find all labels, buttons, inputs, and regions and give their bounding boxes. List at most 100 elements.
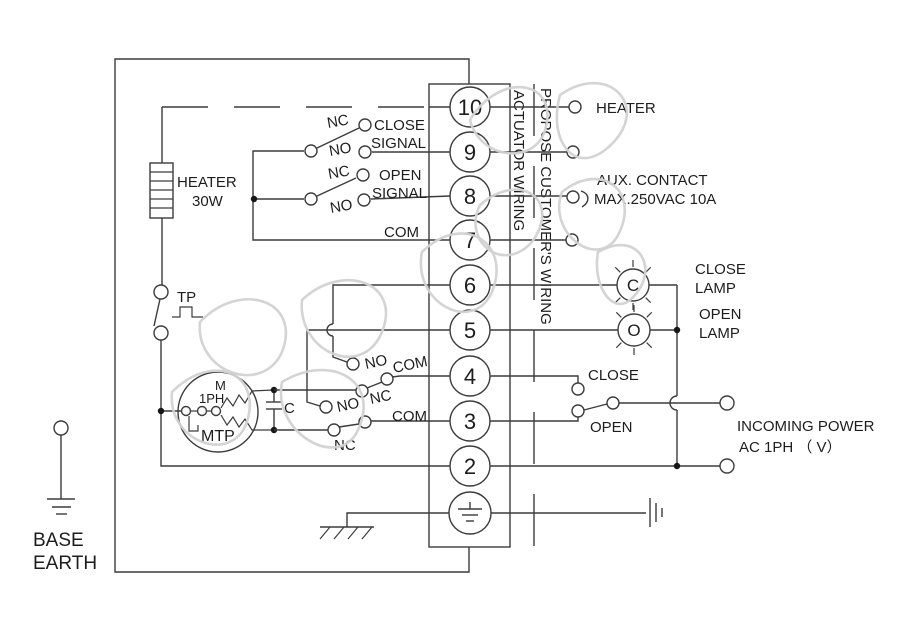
terminal-strip-box	[428, 83, 511, 548]
lower-limit-blade	[338, 423, 360, 428]
open-lamp-symbol: O	[627, 321, 640, 340]
switch-blade	[583, 403, 608, 411]
close-signal-no-label: NO	[328, 139, 353, 160]
open-signal-nc-label: NC	[327, 162, 351, 183]
terminal-5-number: 5	[464, 318, 476, 343]
base-earth-terminal	[53, 420, 69, 436]
base-earth: BASE EARTH	[33, 420, 97, 574]
upper-limit-no-label: NO	[363, 352, 389, 373]
lower-limit-com-label: COM	[392, 408, 427, 425]
customer-wiring-label: PROPOSE CUSTOMER'S WIRING	[537, 88, 554, 325]
open-lamp: O	[490, 305, 677, 355]
mtp-actuator-symbol	[188, 416, 199, 432]
terminal-2-number: 2	[464, 454, 476, 479]
motor-assembly: M 1PH MTP	[177, 371, 275, 453]
neutral-return-wire	[160, 340, 450, 467]
com-rail-wire	[252, 150, 450, 241]
heater-resistor-symbol	[149, 162, 174, 219]
capacitor-label: C	[284, 400, 295, 417]
base-earth-label-2: EARTH	[33, 553, 97, 574]
motor-circle	[177, 371, 259, 453]
open-lamp-label-1: OPEN	[699, 306, 742, 323]
close-signal-title-1: CLOSE	[374, 117, 425, 134]
signal-switches: NC NO CLOSE SIGNAL NC NO OPEN SIGNAL COM	[250, 111, 451, 241]
watermark	[170, 81, 647, 449]
motor-winding-lower	[220, 414, 274, 431]
open-signal-title-1: OPEN	[379, 167, 422, 184]
close-lamp-label-2: LAMP	[695, 280, 736, 297]
incoming-power-label-2: AC 1PH （ V）	[739, 439, 842, 456]
upper-limit-com-label: COM	[391, 353, 429, 377]
open-signal-no-contact	[357, 193, 371, 207]
aux-contact-blade	[580, 190, 589, 208]
aux-contact-terminal-bottom	[566, 190, 580, 204]
close-signal-nc-contact	[358, 118, 372, 132]
open-switch-contact	[571, 404, 585, 418]
lower-limit-no-label: NO	[335, 395, 361, 416]
incoming-power-terminal-live	[719, 395, 735, 411]
terminal-8-number: 8	[464, 184, 476, 209]
aux-contact-label-1: AUX. CONTACT	[597, 172, 708, 189]
open-signal-title-2: SIGNAL	[372, 185, 427, 202]
ground-connections	[319, 498, 663, 540]
upper-limit-blade	[366, 381, 383, 389]
earth-rod-symbol	[649, 498, 663, 527]
terminal-3-number: 3	[464, 409, 476, 434]
motor-winding-upper	[220, 389, 275, 409]
junction-dot	[673, 462, 681, 470]
lower-limit-pivot-contact	[327, 423, 341, 437]
open-lamp-label-2: LAMP	[699, 325, 740, 342]
close-open-switch	[490, 375, 720, 422]
close-lamp: C	[490, 260, 677, 310]
customer-heater-terminal	[568, 100, 582, 114]
upper-limit-nc-label: NC	[368, 387, 393, 408]
heater-circuit	[149, 106, 450, 467]
close-signal-pivot-contact	[304, 144, 318, 158]
open-signal-no-label: NO	[329, 196, 354, 217]
com-label: COM	[384, 224, 419, 241]
actuator-wiring-label: ACTUATOR WIRING	[510, 90, 527, 231]
close-lamp-symbol: C	[627, 276, 639, 295]
close-signal-blade	[316, 127, 360, 149]
aux-contact-label-2: MAX.250VAC 10A	[594, 191, 716, 208]
junction-dot	[250, 195, 258, 203]
terminal-7-number: 7	[464, 228, 476, 253]
motor-phase-label: 1PH	[199, 391, 224, 406]
heater-name-label: HEATER	[177, 174, 237, 191]
mtp-contact-2	[196, 405, 208, 417]
close-signal-nc-label: NC	[326, 111, 350, 132]
close-signal-title-2: SIGNAL	[371, 135, 426, 152]
close-lamp-label-1: CLOSE	[695, 261, 746, 278]
mtp-contact-1	[180, 405, 192, 417]
ground-terminal	[448, 491, 492, 535]
terminal-6-number: 6	[464, 273, 476, 298]
open-switch-label: OPEN	[590, 419, 633, 436]
tp-thermal-switch	[153, 284, 203, 341]
terminal-strip: 10 9 8 7 6 5 4 3 2 ACTUATOR WIRING PROPO…	[448, 86, 554, 535]
chassis-ground-symbol	[319, 526, 374, 540]
earth-ground-symbol	[47, 498, 75, 515]
tp-contact-top	[153, 284, 169, 300]
upper-limit-no-contact	[346, 357, 360, 371]
open-signal-pivot-contact	[304, 192, 318, 206]
upper-limit-com-contact	[380, 372, 394, 386]
open-signal-blade	[316, 177, 357, 197]
base-earth-label-1: BASE	[33, 530, 84, 551]
lower-limit-no-contact	[319, 400, 333, 414]
terminal-4-number: 4	[464, 364, 476, 389]
motor-m-label: M	[215, 378, 226, 393]
heater-power-label: 30W	[192, 193, 224, 210]
left-labels: HEATER 30W TP	[177, 174, 237, 306]
junction-dot	[673, 326, 681, 334]
terminal-9-number: 9	[464, 140, 476, 165]
tp-label: TP	[177, 289, 196, 306]
tp-contact-bottom	[153, 325, 169, 341]
enclosure-outline	[114, 58, 535, 573]
open-signal-nc-contact	[356, 168, 370, 182]
close-switch-label: CLOSE	[588, 367, 639, 384]
tp-blade	[153, 298, 161, 327]
capacitor: C	[266, 386, 356, 434]
tp-pulse-symbol	[172, 306, 203, 318]
